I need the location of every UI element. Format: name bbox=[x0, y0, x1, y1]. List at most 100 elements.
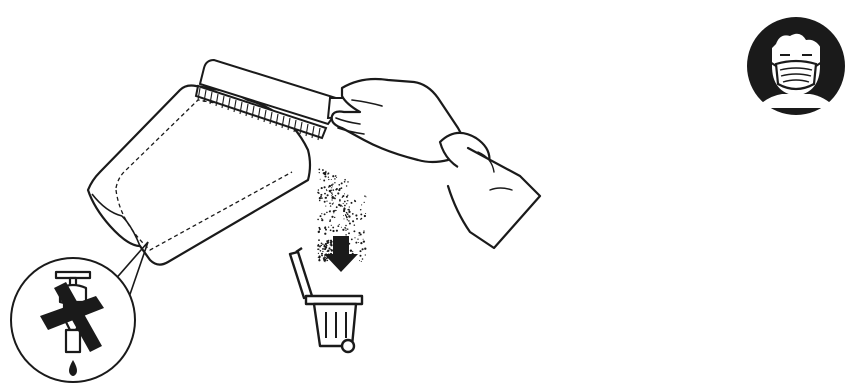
dust-particle bbox=[324, 186, 326, 188]
dust-particle bbox=[321, 253, 322, 254]
dust-particle bbox=[354, 200, 355, 201]
dust-particle bbox=[333, 202, 334, 203]
dust-particle bbox=[344, 179, 346, 181]
dust-particle bbox=[334, 197, 335, 198]
dust-particle bbox=[325, 206, 326, 207]
dust-particle bbox=[360, 242, 362, 244]
dust-particle bbox=[358, 242, 359, 243]
dust-particle bbox=[344, 205, 346, 207]
dust-particle bbox=[348, 211, 350, 213]
trash-bin-icon bbox=[290, 248, 362, 352]
dust-particle bbox=[329, 202, 331, 204]
dust-particle bbox=[342, 206, 343, 207]
dust-particle bbox=[319, 200, 321, 202]
dust-particle bbox=[324, 257, 326, 259]
dust-particle bbox=[354, 224, 356, 226]
dust-particle bbox=[327, 250, 329, 252]
dust-particle bbox=[317, 245, 319, 247]
dust-particle bbox=[336, 177, 337, 178]
dust-particle bbox=[327, 194, 329, 196]
dust-particle bbox=[331, 216, 333, 218]
dust-particle bbox=[318, 169, 320, 171]
dust-particle bbox=[331, 249, 333, 251]
face-mask-icon bbox=[747, 17, 845, 115]
dust-particle bbox=[362, 248, 364, 250]
dust-particle bbox=[365, 196, 366, 197]
dust-particle bbox=[354, 237, 355, 238]
dust-particle bbox=[324, 227, 326, 229]
dust-particle bbox=[335, 175, 337, 177]
dust-particle bbox=[331, 225, 332, 226]
dust-particle bbox=[326, 257, 328, 259]
dust-particle bbox=[331, 192, 333, 194]
dust-particle bbox=[320, 194, 322, 196]
dust-particle bbox=[360, 213, 362, 215]
dust-particle bbox=[337, 225, 339, 227]
dust-particle bbox=[365, 254, 366, 255]
dust-particle bbox=[324, 255, 325, 256]
dust-particle bbox=[335, 195, 336, 196]
dust-particle bbox=[326, 189, 327, 190]
dust-particle bbox=[324, 244, 325, 245]
dust-particle bbox=[347, 181, 349, 183]
dust-particle bbox=[348, 220, 350, 222]
dust-particle bbox=[320, 179, 321, 180]
dust-particle bbox=[336, 230, 338, 232]
dust-particle bbox=[352, 251, 353, 252]
dust-particle bbox=[363, 232, 365, 234]
dust-particle bbox=[334, 217, 335, 218]
dust-particle bbox=[321, 213, 322, 214]
dust-particle bbox=[362, 258, 364, 260]
hand bbox=[332, 79, 540, 248]
no-water-icon bbox=[11, 258, 135, 382]
dust-particle bbox=[331, 187, 332, 188]
dust-particle bbox=[345, 225, 347, 227]
dust-particle bbox=[320, 250, 322, 252]
dust-particle bbox=[321, 219, 323, 221]
dust-particle bbox=[344, 181, 346, 183]
dust-particle bbox=[322, 251, 323, 252]
dust-particle bbox=[319, 172, 320, 173]
dust-particle bbox=[331, 179, 332, 180]
dust-particle bbox=[324, 201, 326, 203]
dust-particle bbox=[355, 214, 357, 216]
dust-particle bbox=[326, 240, 328, 242]
dust-particle bbox=[325, 197, 326, 198]
dust-particle bbox=[323, 180, 325, 182]
dust-particle bbox=[318, 189, 320, 191]
dust-particle bbox=[345, 230, 346, 231]
dust-particle bbox=[334, 178, 336, 180]
dust-particle bbox=[321, 197, 323, 199]
dust-particle bbox=[321, 218, 322, 219]
dust-particle bbox=[330, 240, 332, 242]
dust-particle bbox=[324, 193, 326, 195]
dust-particle bbox=[332, 194, 333, 195]
dust-particle bbox=[318, 257, 319, 258]
dust-particle bbox=[349, 222, 351, 224]
dust-particle bbox=[317, 219, 319, 221]
dust-particle bbox=[340, 187, 342, 189]
dust-particle bbox=[322, 248, 324, 250]
dust-particle bbox=[332, 196, 334, 198]
dust-particle bbox=[339, 224, 340, 225]
dust-particle bbox=[319, 228, 321, 230]
dust-particle bbox=[347, 228, 349, 230]
dust-particle bbox=[326, 212, 328, 214]
dust-particle bbox=[330, 229, 332, 231]
dust-particle bbox=[359, 250, 361, 252]
dust-particle bbox=[359, 235, 360, 236]
dust-particle bbox=[357, 239, 358, 240]
dust-particle bbox=[356, 218, 358, 220]
dust-particle bbox=[324, 172, 326, 174]
dust-particle bbox=[346, 203, 347, 204]
dust-particle bbox=[343, 215, 344, 216]
dust-particle bbox=[355, 242, 357, 244]
dust-particle bbox=[334, 182, 335, 183]
dust-particle bbox=[328, 247, 330, 249]
dust-particle bbox=[346, 185, 347, 186]
dust-particle bbox=[361, 261, 362, 262]
dust-particle bbox=[345, 214, 346, 215]
dust-particle bbox=[330, 210, 331, 211]
dust-particle bbox=[329, 185, 331, 187]
down-arrow-icon bbox=[324, 236, 358, 272]
